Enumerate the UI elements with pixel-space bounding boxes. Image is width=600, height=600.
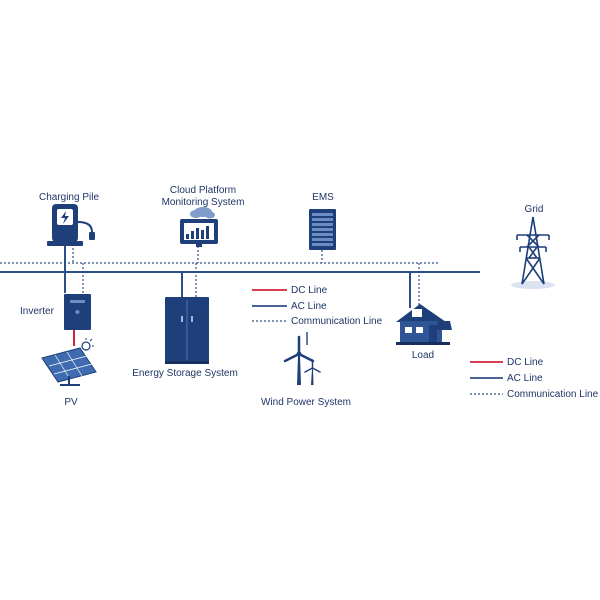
inverter-label: Inverter [20, 306, 54, 317]
ems-rack-icon [309, 209, 336, 250]
charging-pile-icon [47, 204, 95, 246]
pv-label: PV [64, 397, 78, 408]
grid-label: Grid [524, 204, 544, 215]
load-label: Load [411, 350, 435, 361]
wind-power-label: Wind Power System [260, 397, 352, 408]
load-house-icon [396, 304, 452, 345]
charging-pile-label: Charging Pile [38, 192, 100, 203]
wind-turbine-icon [283, 335, 321, 385]
legend-right-ac-label: AC Line [507, 373, 543, 384]
legend-right-comm-label: Communication Line [507, 389, 599, 400]
legend-mid-comm-label: Communication Line [291, 316, 383, 327]
cloud-monitor-icon [180, 207, 218, 247]
grid-pylon-icon [511, 216, 555, 289]
inverter-icon [64, 294, 91, 330]
legend-right-dc-label: DC Line [507, 357, 544, 368]
energy-storage-cabinet-icon [165, 297, 209, 364]
ems-label: EMS [312, 192, 334, 203]
energy-storage-label: Energy Storage System [132, 368, 238, 379]
pv-panel-icon [41, 338, 97, 386]
legend-mid-dc-label: DC Line [291, 285, 328, 296]
cloud-platform-label-line1: Cloud Platform [169, 185, 237, 196]
legend-mid-ac-label: AC Line [291, 301, 327, 312]
cloud-platform-label-line2: Monitoring System [161, 197, 245, 208]
